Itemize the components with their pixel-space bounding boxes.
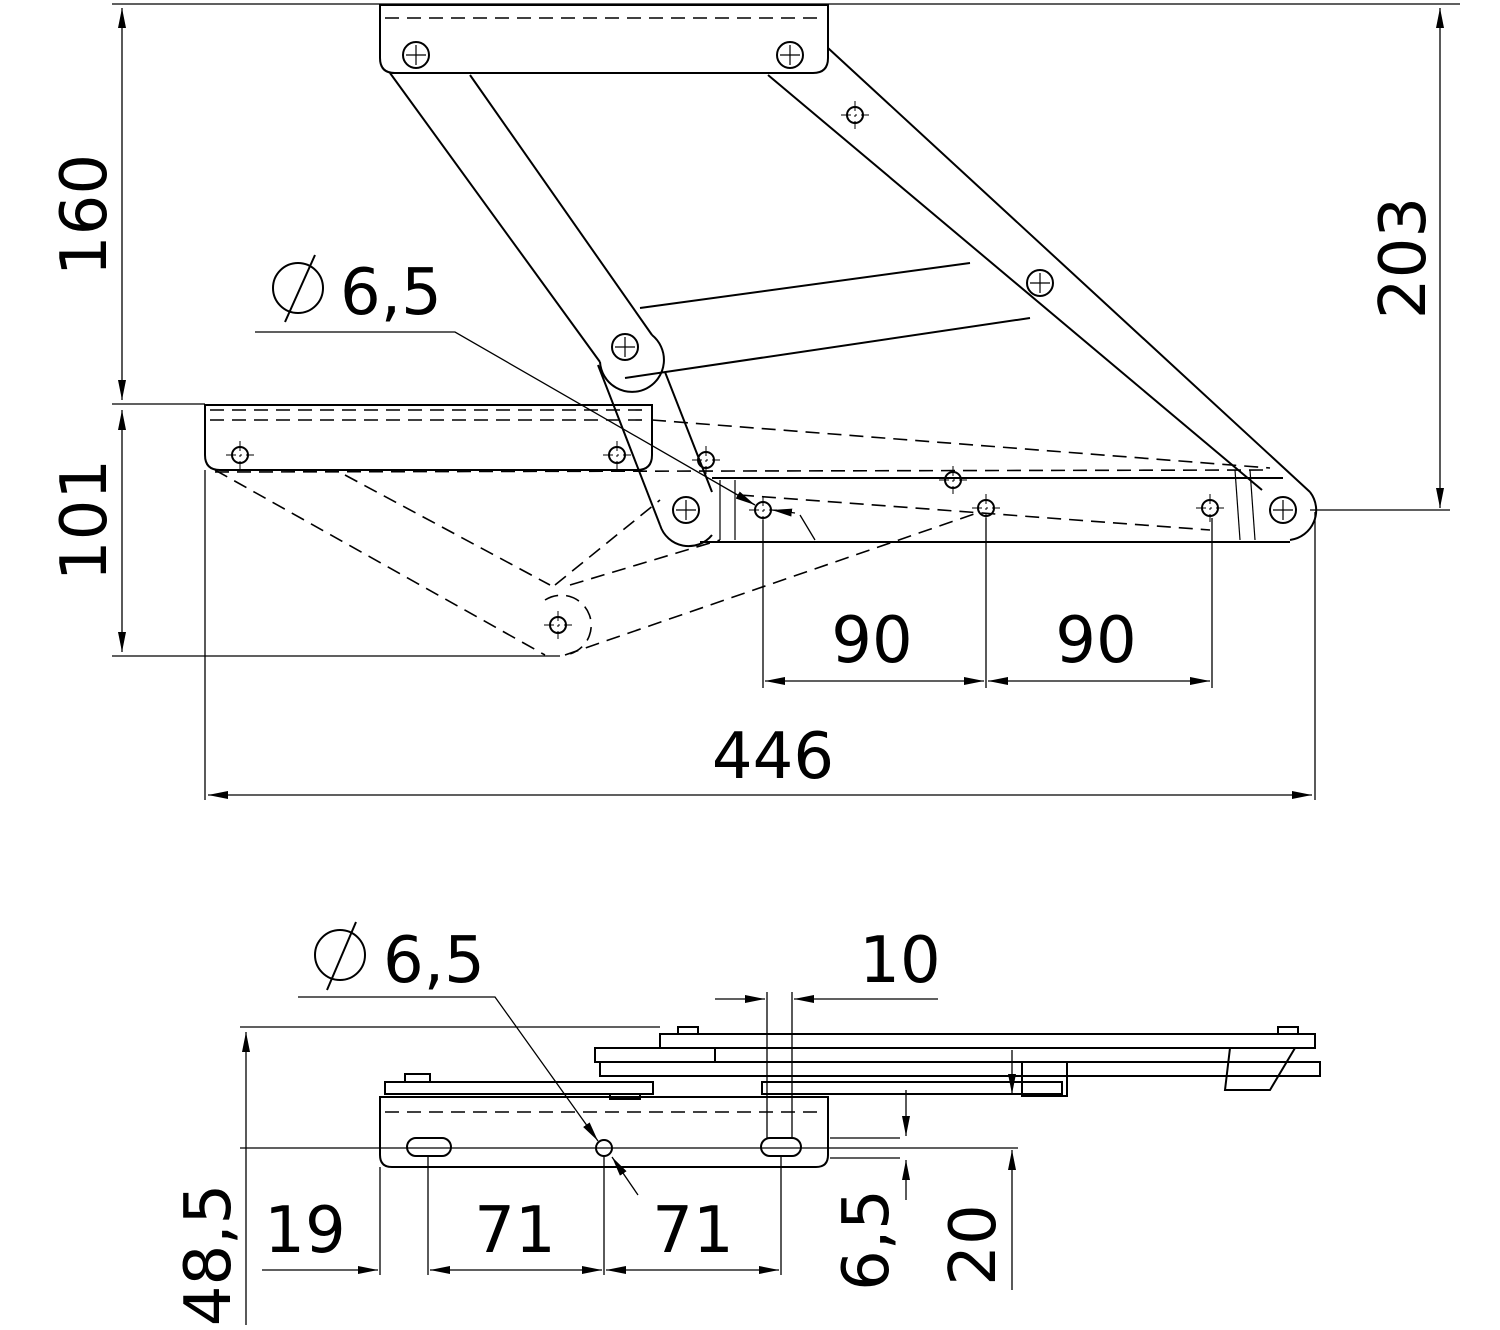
dim-48-5: 48,5 xyxy=(172,1184,246,1327)
bottom-plate xyxy=(204,404,653,471)
top-plate xyxy=(379,4,829,74)
dim-6-5: 6,5 xyxy=(830,1189,904,1291)
left-arm xyxy=(389,72,665,393)
dim-90-b: 90 xyxy=(1055,604,1136,678)
diameter-icon xyxy=(314,921,366,991)
hole-diameter-label: 6,5 xyxy=(383,924,485,998)
dim-160: 160 xyxy=(48,154,122,276)
hole-icon xyxy=(402,41,430,69)
diameter-icon xyxy=(272,254,324,323)
dim-446: 446 xyxy=(712,720,834,794)
dim-203: 203 xyxy=(1367,197,1441,319)
dim-71-a: 71 xyxy=(474,1194,555,1268)
dim-101: 101 xyxy=(48,459,122,581)
dim-10: 10 xyxy=(859,924,940,998)
dimensions-top xyxy=(112,3,1460,800)
side-view: 6,5 10 48,5 19 71 71 6,5 20 xyxy=(172,921,1321,1327)
dimensions-side xyxy=(240,992,1018,1325)
top-view: 6,5 160 101 203 90 90 446 xyxy=(48,3,1460,800)
right-arm xyxy=(767,47,1318,541)
hole-icon xyxy=(776,41,804,69)
hole-diameter-label: 6,5 xyxy=(340,256,442,330)
hidden-lines xyxy=(214,419,1271,656)
dim-71-b: 71 xyxy=(652,1194,733,1268)
dim-90-a: 90 xyxy=(831,604,912,678)
dim-20: 20 xyxy=(937,1204,1011,1285)
dim-19: 19 xyxy=(264,1194,345,1268)
